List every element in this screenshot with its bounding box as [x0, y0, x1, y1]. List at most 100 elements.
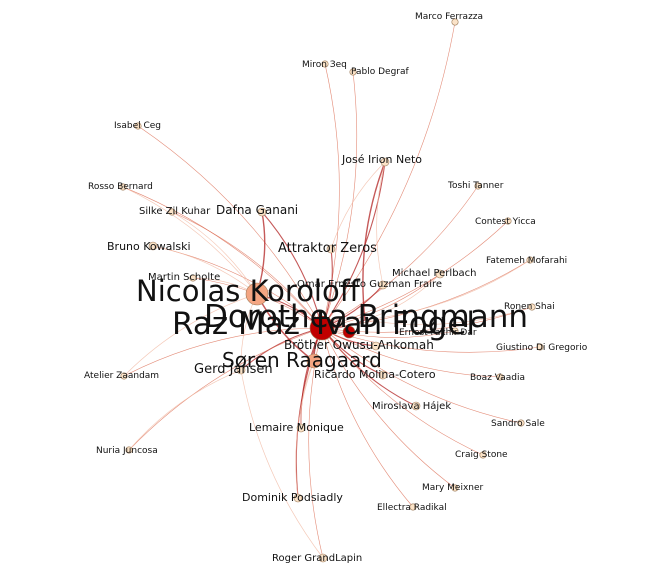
edge-ivan-dafna	[261, 211, 323, 329]
edge-ivan-ellectra	[321, 327, 414, 508]
nodes-layer	[119, 18, 544, 563]
node-label-ernest: Ernest Fakhir Dar	[399, 328, 477, 338]
node-ellectra[interactable]	[409, 503, 417, 511]
node-brother[interactable]	[371, 341, 381, 351]
node-soren[interactable]	[306, 353, 322, 369]
node-ronen[interactable]	[528, 303, 536, 311]
edge-dorothea-fatemeh	[364, 259, 531, 321]
node-label-razmaz: Raz Maz	[172, 306, 300, 342]
edge-ivan-nuria	[128, 327, 323, 451]
node-label-soren: Søren Raagaard	[222, 348, 382, 372]
node-label-sandro: Sandro Sale	[491, 419, 545, 429]
node-label-miroslava: Miroslava Hájek	[372, 400, 451, 412]
node-marco[interactable]	[451, 18, 459, 26]
node-nuria[interactable]	[125, 446, 133, 454]
node-label-fatemeh: Fatemeh Mofarahi	[486, 256, 567, 266]
edge-ivan-jose	[321, 161, 386, 329]
edge-ivan-rosso	[122, 186, 323, 329]
node-sandro[interactable]	[517, 419, 525, 427]
node-roger[interactable]	[318, 553, 328, 563]
edge-nicolas-bruno	[152, 245, 258, 295]
node-isabel[interactable]	[134, 122, 142, 130]
node-label-nuria: Nuria Juncosa	[96, 446, 158, 456]
node-atelier[interactable]	[120, 372, 128, 380]
node-miron[interactable]	[321, 60, 329, 68]
node-label-bruno: Bruno Kowalski	[107, 240, 191, 253]
node-silke[interactable]	[168, 208, 176, 216]
node-miroslava[interactable]	[411, 401, 421, 411]
node-craig[interactable]	[479, 451, 487, 459]
node-fatemeh[interactable]	[526, 256, 534, 264]
node-pablo[interactable]	[349, 68, 357, 76]
node-label-brother: Bröther Owusu-Ankomah	[284, 338, 434, 352]
node-label-ivan: Ivan Fogel	[316, 306, 475, 342]
node-label-silke: Silke Zil Kuhar	[139, 206, 211, 217]
edge-ivan-miron	[321, 63, 340, 329]
node-attraktor[interactable]	[326, 244, 336, 254]
edge-gerd-nuria	[128, 369, 242, 451]
node-label-dafna: Dafna Ganani	[216, 203, 298, 217]
edge-ivan-atelier	[123, 327, 323, 377]
node-dominik[interactable]	[293, 493, 303, 503]
node-lemaire[interactable]	[296, 423, 306, 433]
node-label-jose: José Irion Neto	[341, 153, 422, 166]
node-dorothea[interactable]	[342, 325, 356, 339]
node-label-mary: Mary Meixner	[422, 483, 484, 493]
node-dafna[interactable]	[257, 207, 267, 217]
node-ernest[interactable]	[451, 327, 459, 335]
node-label-ronen: Ronen Shai	[504, 302, 555, 312]
node-label-craig: Craig Stone	[455, 450, 508, 460]
node-jose[interactable]	[380, 157, 390, 167]
edge-dorothea-ronen	[364, 306, 533, 325]
node-bruno[interactable]	[148, 241, 158, 251]
node-michael[interactable]	[435, 269, 445, 279]
node-label-omar: Omar Ernesto Guzman Fraire	[297, 279, 442, 290]
node-rosso[interactable]	[119, 183, 127, 191]
node-mary[interactable]	[451, 484, 459, 492]
node-label-atelier: Atelier Zaandam	[84, 371, 159, 381]
node-contest[interactable]	[504, 217, 512, 225]
node-gerd[interactable]	[236, 365, 246, 375]
node-label-pablo: Pablo Degraf	[351, 67, 410, 77]
edge-ivan-marco	[321, 21, 456, 329]
edge-nicolas-silke	[171, 211, 258, 295]
edge-nicolas-rosso	[122, 186, 258, 295]
node-ivan[interactable]	[309, 315, 335, 341]
node-label-ricardo: Ricardo Molina-Cotero	[314, 368, 436, 381]
edge-nicolas-atelier	[123, 293, 258, 377]
node-label-boaz: Boaz Vaadia	[470, 373, 525, 383]
node-label-gerd: Gerd Jansen	[194, 362, 273, 377]
node-label-dominik: Dominik Podsiadly	[242, 491, 343, 504]
edge-jose-dorothea	[362, 161, 386, 321]
node-omar[interactable]	[378, 280, 388, 290]
edge-ivan-boaz	[321, 327, 501, 378]
edge-ivan-toshi	[321, 185, 479, 329]
edge-ivan-contest	[321, 220, 509, 329]
node-ricardo[interactable]	[378, 370, 388, 380]
edge-ivan-ernest	[321, 327, 456, 338]
node-label-giustino: Giustino Di Gregorio	[496, 343, 588, 353]
node-label-nicolas: Nicolas Koroloff	[136, 274, 361, 308]
node-giustino[interactable]	[536, 343, 544, 351]
node-label-miron: Miron Зeq	[302, 60, 347, 70]
node-label-ellectra: Ellectra Radikal	[377, 503, 447, 513]
edge-ivan-silke	[171, 211, 323, 329]
node-label-contest: Contest Yicca	[475, 217, 536, 227]
node-label-roger: Roger GrandLapin	[272, 553, 362, 564]
edge-ivan-mary	[321, 327, 456, 489]
edge-ivan-sandro	[321, 327, 522, 424]
edge-ivan-dominik	[295, 327, 323, 499]
node-boaz[interactable]	[496, 373, 504, 381]
node-toshi[interactable]	[474, 182, 482, 190]
node-label-michael: Michael Perlbach	[392, 268, 477, 279]
edge-gerd-roger	[240, 369, 324, 559]
edge-dorothea-michael	[364, 273, 441, 321]
node-label-martin: Martin Scholte	[148, 272, 220, 283]
node-martin[interactable]	[189, 274, 197, 282]
node-label-toshi: Toshi Tanner	[447, 181, 504, 191]
node-label-isabel: Isabel Ceg	[114, 121, 161, 131]
edge-ivan-michael	[321, 273, 441, 329]
node-nicolas[interactable]	[245, 282, 269, 306]
edge-jose-attraktor	[330, 161, 386, 250]
